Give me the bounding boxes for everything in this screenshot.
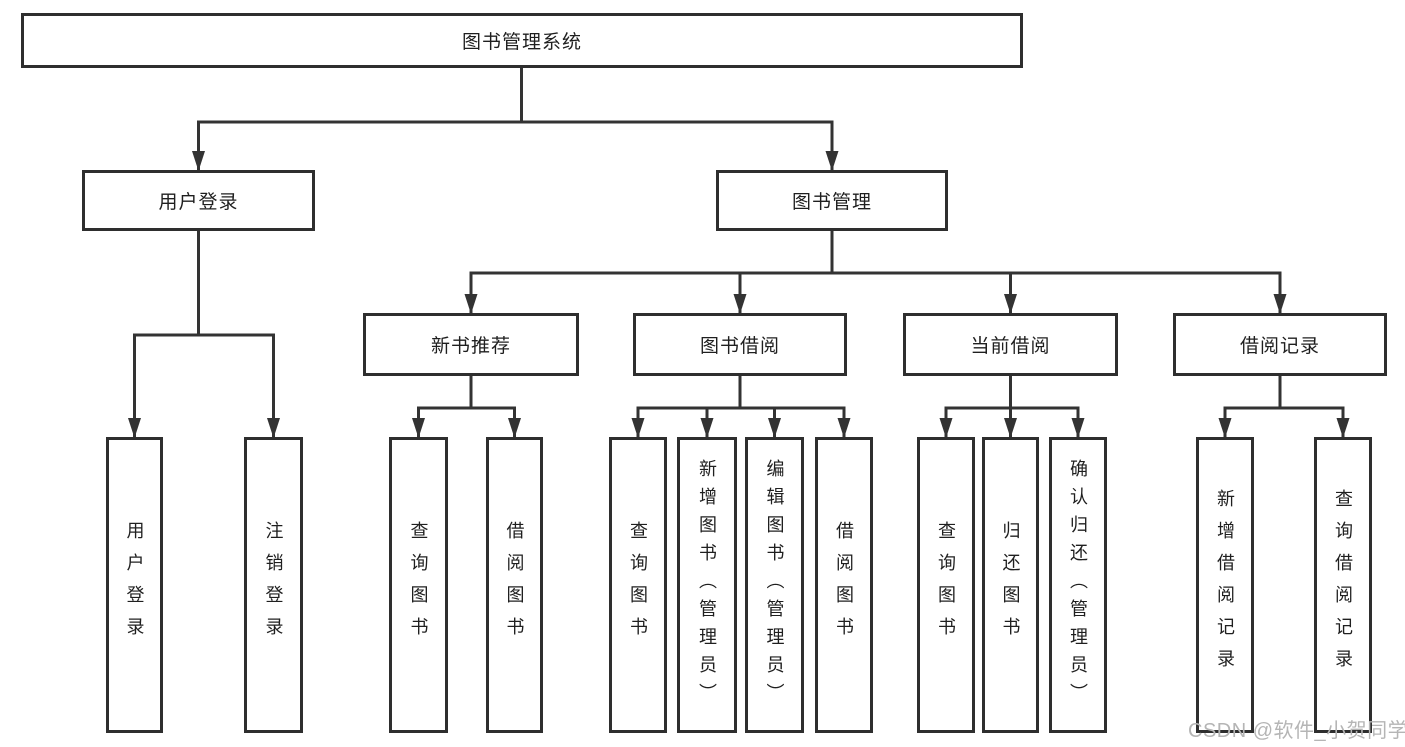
leaf-query-borrow-record: 查询借阅记录 bbox=[1314, 437, 1372, 733]
node-book-mgmt: 图书管理 bbox=[716, 170, 948, 231]
leaf-edit-book-admin-label: 编辑图书（管理员） bbox=[764, 459, 785, 711]
leaf-return-book: 归还图书 bbox=[982, 437, 1039, 733]
leaf-add-borrow-record: 新增借阅记录 bbox=[1196, 437, 1254, 733]
leaf-borrow-book-2-label: 借阅图书 bbox=[834, 521, 854, 649]
leaf-borrow-book-1: 借阅图书 bbox=[486, 437, 543, 733]
leaf-logout-label: 注销登录 bbox=[263, 521, 284, 649]
node-book-borrow-label: 图书借阅 bbox=[699, 336, 780, 357]
leaf-borrow-book-2: 借阅图书 bbox=[815, 437, 873, 733]
leaf-query-borrow-record-label: 查询借阅记录 bbox=[1333, 489, 1353, 681]
leaf-edit-book-admin: 编辑图书（管理员） bbox=[745, 437, 804, 733]
leaf-query-book-2-label: 查询图书 bbox=[628, 521, 648, 649]
node-root-label: 图书管理系统 bbox=[461, 32, 582, 53]
leaf-borrow-book-1-label: 借阅图书 bbox=[504, 521, 525, 649]
node-current-borrow-label: 当前借阅 bbox=[970, 336, 1051, 357]
node-user-login-label: 用户登录 bbox=[158, 192, 239, 213]
leaf-query-book-1-label: 查询图书 bbox=[408, 521, 429, 649]
leaf-add-book-admin: 新增图书（管理员） bbox=[677, 437, 737, 733]
leaf-query-book-3: 查询图书 bbox=[917, 437, 975, 733]
csdn-watermark: CSDN @软件_小贺同学 bbox=[1188, 720, 1405, 742]
leaf-return-book-label: 归还图书 bbox=[1000, 521, 1021, 649]
node-borrow-records: 借阅记录 bbox=[1173, 313, 1387, 376]
node-book-borrow: 图书借阅 bbox=[633, 313, 847, 376]
leaf-user-login: 用户登录 bbox=[106, 437, 163, 733]
node-current-borrow: 当前借阅 bbox=[903, 313, 1118, 376]
node-new-book-recommend-label: 新书推荐 bbox=[430, 336, 511, 357]
leaf-query-book-3-label: 查询图书 bbox=[936, 521, 956, 649]
node-root-system: 图书管理系统 bbox=[21, 13, 1023, 68]
leaf-add-borrow-record-label: 新增借阅记录 bbox=[1215, 489, 1235, 681]
leaf-add-book-admin-label: 新增图书（管理员） bbox=[697, 459, 717, 711]
node-new-book-recommend: 新书推荐 bbox=[363, 313, 579, 376]
leaf-confirm-return-admin: 确认归还（管理员） bbox=[1049, 437, 1107, 733]
node-user-login: 用户登录 bbox=[82, 170, 315, 231]
leaf-query-book-1: 查询图书 bbox=[389, 437, 448, 733]
leaf-query-book-2: 查询图书 bbox=[609, 437, 667, 733]
leaf-logout: 注销登录 bbox=[244, 437, 303, 733]
node-book-mgmt-label: 图书管理 bbox=[791, 192, 872, 213]
leaf-user-login-label: 用户登录 bbox=[124, 521, 145, 649]
node-borrow-records-label: 借阅记录 bbox=[1239, 336, 1320, 357]
leaf-confirm-return-admin-label: 确认归还（管理员） bbox=[1068, 459, 1088, 711]
